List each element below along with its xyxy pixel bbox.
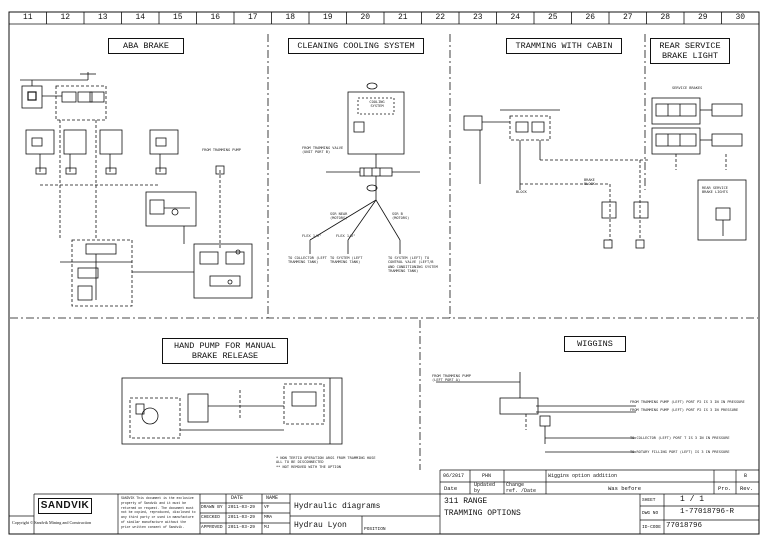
- note-hand-pump: * NON TERTIO OPERATION ARGS FROM TRAMMIN…: [276, 456, 376, 469]
- approval-date: 2011-03-29: [228, 525, 256, 530]
- approval-name: VF: [264, 505, 270, 510]
- revision-header-updated-by: Updated by: [474, 482, 496, 494]
- zone-number: 30: [735, 13, 746, 22]
- note-ssr-b: SSR B (MOTORS): [392, 212, 410, 221]
- revision-description: Wiggins option addition: [548, 473, 618, 479]
- copyright: Copyright © Sandvik Mining and Construct…: [12, 520, 92, 525]
- title-tramming-cabin: TRAMMING WITH CABIN: [506, 38, 622, 54]
- drawing-site: Hydrau Lyon: [294, 521, 347, 530]
- approval-date: 2011-03-29: [228, 515, 256, 520]
- drawing-subtitle: TRAMMING OPTIONS: [444, 509, 521, 518]
- note-wiggins-out1: FROM TRAMMING PUMP (LEFT) PORT P2 IS 3 I…: [630, 400, 745, 404]
- revision-date: 06/2017: [443, 473, 465, 479]
- note-wiggins-out3: TO COLLECTOR (LEFT) PORT T IS 3 IN IN PR…: [630, 436, 730, 440]
- approval-name: MMA: [264, 515, 273, 520]
- dwg-label: DWG NO: [642, 511, 659, 516]
- note-block: BLOCK: [516, 190, 527, 194]
- tramming-cabin-circuit: [463, 109, 650, 249]
- drawing-title: Hydraulic diagrams: [294, 502, 381, 511]
- revision-header-date: Date: [444, 485, 458, 492]
- sheet-label: SHEET: [642, 498, 656, 503]
- revision-header-change-ref: Change ref. /Date: [506, 482, 537, 494]
- note-service-brakes: SERVICE BRAKES: [672, 86, 703, 90]
- title-cleaning-cooling: CLEANING COOLING SYSTEM: [288, 38, 424, 54]
- sheet-number: 1 / 1: [680, 495, 705, 504]
- approval-header-date: DATE: [231, 495, 244, 501]
- approval-name: MJ: [264, 525, 270, 530]
- zone-number: 26: [585, 13, 596, 22]
- drawing-range: 311 RANGE: [444, 497, 488, 506]
- idcode-label: ID-CODE: [642, 525, 661, 530]
- wiggins-circuit: [436, 372, 636, 453]
- note-from-tramming-valve: FROM TRAMMING VALVE (UNIT PORT B): [302, 146, 344, 155]
- zone-number: 16: [210, 13, 221, 22]
- revision-by: PHN: [482, 473, 492, 479]
- zone-number: 19: [322, 13, 333, 22]
- id-code: 77018796: [666, 522, 703, 530]
- note-to-system-right: TO SYSTEM (LEFT) TO CONTROL VALVE (LEFT/…: [388, 256, 438, 274]
- note-rear-service-box: REAR SERVICE BRAKE LIGHTS: [702, 186, 728, 195]
- approval-role: APPROVED: [201, 525, 223, 530]
- zone-number: 25: [547, 13, 558, 22]
- zone-number: 11: [22, 13, 33, 22]
- zone-number: 13: [97, 13, 108, 22]
- rear-service-circuit: [651, 97, 747, 241]
- note-cooling-system: COOLING SYSTEM: [369, 100, 385, 109]
- confidentiality-note: SANDVIK This document is the exclusive p…: [121, 496, 196, 529]
- zone-number: 22: [435, 13, 446, 22]
- note-to-collector: TO COLLECTOR (LEFT TRAMMING TANK): [288, 256, 327, 265]
- zone-number: 27: [622, 13, 633, 22]
- title-rear-service-brake-light: REAR SERVICE BRAKE LIGHT: [650, 38, 730, 64]
- cleaning-cooling-circuit: [309, 82, 420, 254]
- note-flex-left: FLEX 1/2": [302, 234, 322, 238]
- note-brake-block: BRAKE BLOCK: [584, 178, 595, 187]
- approval-role: DRAWN BY: [201, 505, 223, 510]
- zone-number: 21: [397, 13, 408, 22]
- revision-header-pro: Pro.: [718, 485, 732, 492]
- sandvik-logo: SANDVIK: [38, 498, 92, 514]
- approval-role: CHECKED: [201, 515, 220, 520]
- zone-ticks: [46, 12, 722, 24]
- title-wiggins: WIGGINS: [564, 336, 626, 352]
- zone-number: 17: [247, 13, 258, 22]
- approval-date: 2011-03-29: [228, 505, 256, 510]
- note-wiggins-out4: TO ROTARY FILLING PORT (LEFT) IS 3 IN PR…: [630, 450, 730, 454]
- aba-brake-circuit: [20, 72, 253, 307]
- revision-rev: B: [744, 473, 748, 479]
- zone-number: 24: [510, 13, 521, 22]
- sheet-border: [8, 11, 760, 535]
- note-ssr-near: SSR NEAR (MOTORS): [330, 212, 348, 221]
- title-block-lines: [9, 469, 759, 534]
- approval-header-name: NAME: [266, 495, 279, 501]
- zone-number: 20: [360, 13, 371, 22]
- title-aba-brake: ABA BRAKE: [108, 38, 184, 54]
- note-to-system-tank: TO SYSTEM (LEFT TRAMMING TANK): [330, 256, 363, 265]
- zone-number: 29: [697, 13, 708, 22]
- hand-pump-circuit: [121, 377, 343, 445]
- dwg-number: 1-77018796-R: [680, 508, 735, 516]
- zone-number: 15: [172, 13, 183, 22]
- zone-number: 18: [285, 13, 296, 22]
- zone-number: 23: [472, 13, 483, 22]
- revision-header-rev: Rev.: [740, 485, 754, 492]
- note-wiggins-out2: FROM TRAMMING PUMP (LEFT) PORT P2 IS 3 I…: [630, 408, 739, 412]
- note-flex-right: FLEX 1/2": [336, 234, 356, 238]
- note-from-tramming-pump: FROM TRAMMING PUMP: [202, 148, 241, 152]
- position-label: POSITION: [364, 527, 386, 532]
- zone-number: 28: [660, 13, 671, 22]
- note-wiggins-from-pump: FROM TRAMMING PUMP (LEFT PORT A): [432, 374, 471, 383]
- zone-number: 14: [135, 13, 146, 22]
- revision-header-was-before: Was before: [608, 485, 642, 492]
- title-hand-pump: HAND PUMP FOR MANUAL BRAKE RELEASE: [162, 338, 288, 364]
- zone-number: 12: [60, 13, 71, 22]
